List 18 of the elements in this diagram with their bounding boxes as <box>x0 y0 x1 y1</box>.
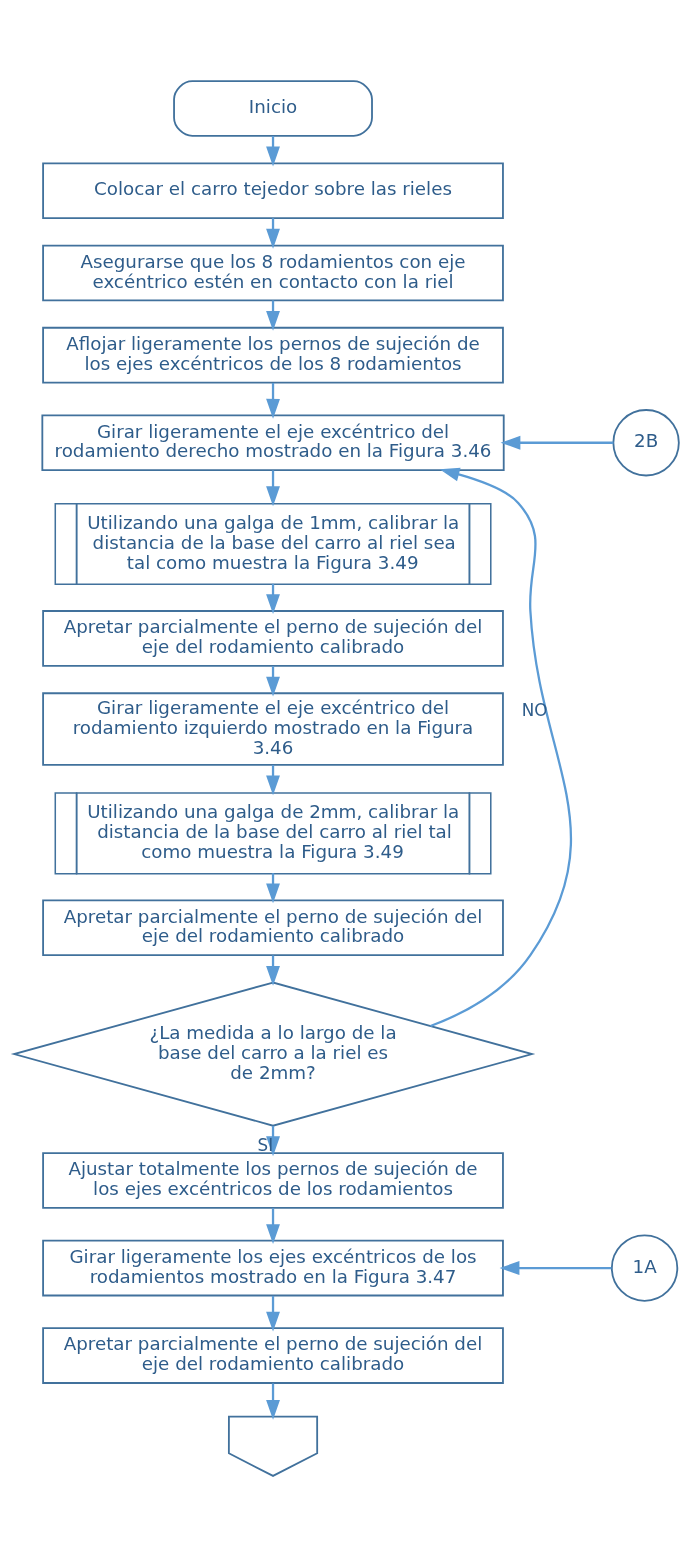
node-box: Apretar parcialmente el perno de sujeción del eje del rodamiento calibrado <box>42 1326 504 1384</box>
arrow <box>499 1260 612 1275</box>
arrow <box>500 435 614 450</box>
node-box: Colocar el carro tejedor sobre las rieles <box>42 161 504 219</box>
node-box: Girar ligeramente los ejes excéntricos de los rodamientos mostrado en la Figura 3.47 <box>42 1239 504 1296</box>
node-box: Aflojar ligeramente los pernos de sujeción de los ejes excéntricos de los 8 rodamientos <box>42 326 504 383</box>
node-box: Apretar parcialmente el perno de sujeción del eje del rodamiento calibrado <box>42 898 504 956</box>
node-box: Apretar parcialmente el perno de sujeción del eje del rodamiento calibrado <box>42 609 504 667</box>
arrow <box>430 467 572 1027</box>
node-box: Girar ligeramente el eje excéntrico del rodamiento derecho mostrado en la Figura 3.46 <box>41 413 505 471</box>
node-box: Asegurarse que los 8 rodamientos con eje excéntrico estén en contacto con la riel <box>42 244 504 301</box>
node-diamond: ¿La medida a lo largo de la base del carro a la riel es de 2mm? <box>10 981 536 1127</box>
node-box: Ajustar totalmente los pernos de sujeción de los ejes excéntricos de los rodamientos <box>42 1151 504 1209</box>
node-circle: 2B <box>612 408 680 476</box>
node-circle: 1A <box>610 1233 679 1302</box>
node-box: Inicio <box>173 79 373 137</box>
node-pentagon <box>227 1415 319 1477</box>
node-box: Girar ligeramente el eje excéntrico del rodamiento izquierdo mostrado en la Figura 3.46 <box>42 691 504 766</box>
